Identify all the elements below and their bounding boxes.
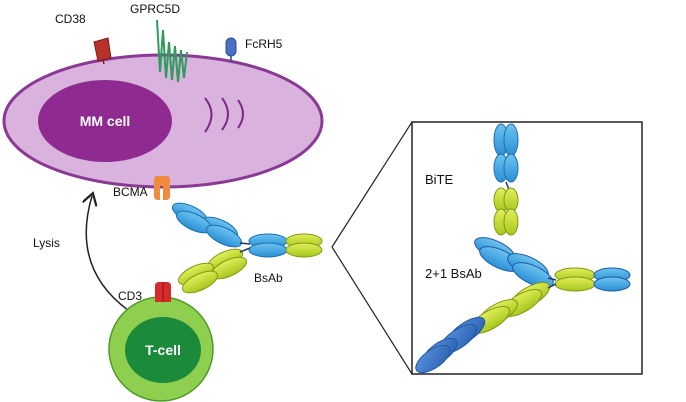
- lysis-arrow: [86, 196, 133, 314]
- membrane-arc-3: [237, 99, 244, 129]
- t-cell-label: T-cell: [145, 342, 181, 358]
- membrane-arc-2: [221, 97, 229, 131]
- cd38-label: CD38: [55, 12, 86, 26]
- t-cell: T-cell: [108, 296, 214, 402]
- mm-cell-label: MM cell: [80, 113, 131, 129]
- mm-cell: MM cell: [2, 53, 324, 189]
- inset-connector-top: [331, 121, 413, 248]
- inset-box: [411, 121, 643, 375]
- cd3-receptor: [155, 282, 171, 302]
- two-plus-one-bsab-label: 2+1 BsAb: [425, 266, 482, 281]
- membrane-arc-1: [204, 97, 213, 133]
- bite-molecule: [493, 123, 519, 236]
- t-cell-nucleus: [125, 317, 201, 383]
- gprc5d-receptor: [156, 19, 188, 83]
- bcma-receptor: [154, 176, 170, 200]
- gprc5d-label: GPRC5D: [130, 2, 180, 16]
- bcma-label: BCMA: [113, 185, 148, 199]
- cd3-label: CD3: [118, 289, 142, 303]
- bsab-antibody: [171, 202, 323, 294]
- cd38-receptor: [93, 37, 112, 65]
- bsab-label: BsAb: [254, 271, 283, 285]
- two-plus-one-bsab-molecule: [415, 237, 631, 374]
- bite-label: BiTE: [425, 172, 454, 187]
- inset-connector-bottom: [331, 246, 413, 375]
- fcrh5-label: FcRH5: [245, 37, 283, 51]
- fcrh5-receptor: [225, 37, 237, 62]
- lysis-label: Lysis: [33, 236, 60, 250]
- mm-cell-nucleus: [38, 80, 172, 162]
